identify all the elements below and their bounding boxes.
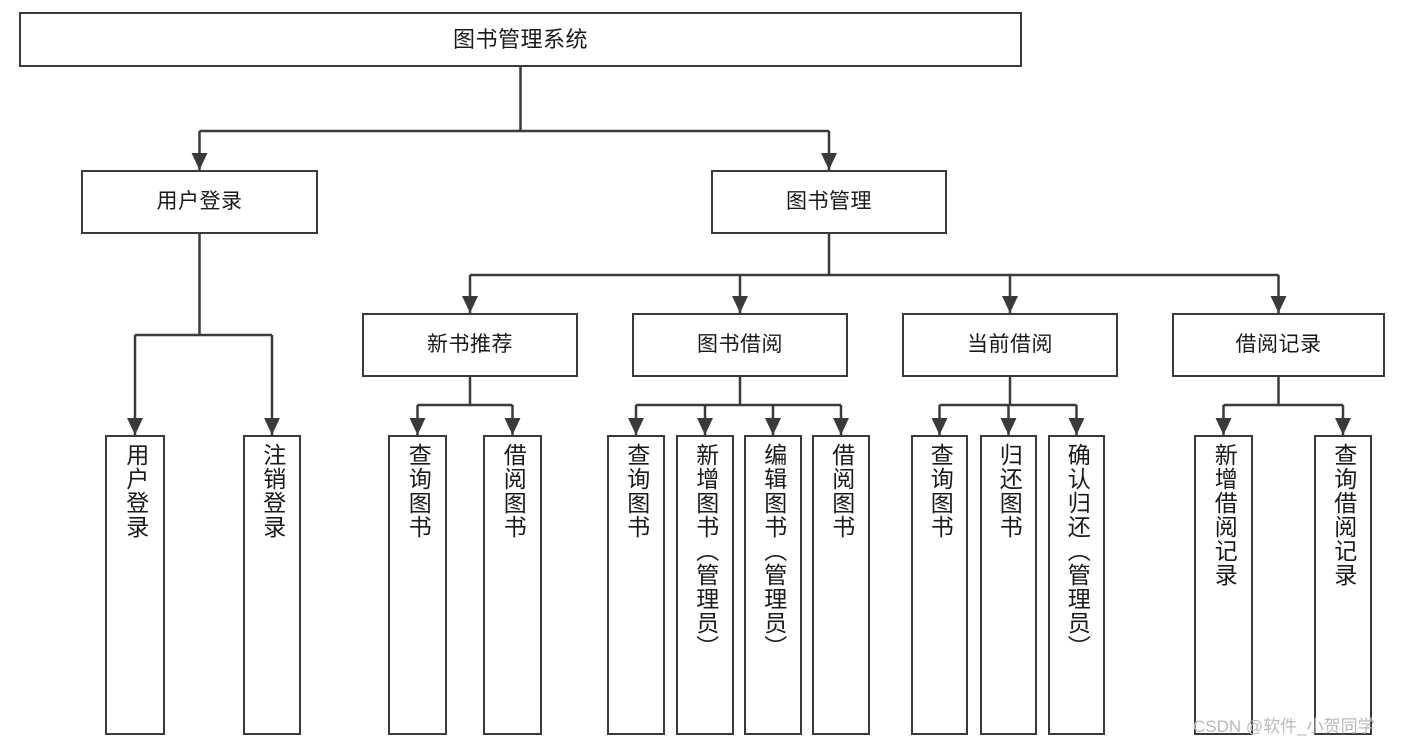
node-level1-user-login[interactable]: 用户登录 [81,170,318,234]
node-leaf-add-book-admin[interactable]: 新增图书（管理员） [676,435,734,735]
node-label: 新增借阅记录 [1211,443,1238,587]
node-label: 图书管理 [786,189,872,213]
node-leaf-logout[interactable]: 注销登录 [243,435,301,735]
node-leaf-return-book[interactable]: 归还图书 [980,435,1037,735]
node-level1-book-management[interactable]: 图书管理 [711,170,947,234]
node-label: 编辑图书（管理员） [760,443,787,659]
node-leaf-query-book-borrow[interactable]: 查询图书 [607,435,665,735]
node-label: 用户登录 [156,189,243,213]
node-leaf-borrow-book-recommend[interactable]: 借阅图书 [483,435,542,735]
node-level2-book-borrow[interactable]: 图书借阅 [632,313,848,377]
node-root[interactable]: 图书管理系统 [19,12,1022,67]
node-label: 查询图书 [405,443,432,539]
node-label: 查询图书 [623,443,650,539]
node-label: 确认归还（管理员） [1064,443,1091,659]
node-leaf-user-login[interactable]: 用户登录 [105,435,165,735]
node-level2-new-book-recommend[interactable]: 新书推荐 [362,313,578,377]
node-label: 借阅记录 [1235,332,1322,356]
node-label: 注销登录 [259,443,286,539]
node-label: 借阅图书 [500,443,527,539]
node-label: 用户登录 [122,443,149,539]
node-leaf-confirm-return-admin[interactable]: 确认归还（管理员） [1048,435,1105,735]
node-leaf-query-book-recommend[interactable]: 查询图书 [388,435,447,735]
node-label: 当前借阅 [967,332,1053,356]
node-level2-borrow-record[interactable]: 借阅记录 [1172,313,1385,377]
node-leaf-add-borrow-record[interactable]: 新增借阅记录 [1194,435,1253,735]
node-label: 查询图书 [927,443,954,539]
node-label: 图书管理系统 [452,26,588,52]
node-level2-current-borrow[interactable]: 当前借阅 [902,313,1118,377]
node-label: 图书借阅 [697,332,783,356]
node-label: 归还图书 [996,443,1023,539]
node-label: 新增图书（管理员） [692,443,719,659]
node-label: 新书推荐 [427,332,513,356]
node-label: 查询借阅记录 [1330,443,1357,587]
watermark: CSDN @软件_小贺同学 [1193,717,1375,736]
node-leaf-borrow-book[interactable]: 借阅图书 [812,435,870,735]
node-label: 借阅图书 [828,443,855,539]
node-leaf-edit-book-admin[interactable]: 编辑图书（管理员） [744,435,802,735]
node-leaf-query-borrow-record[interactable]: 查询借阅记录 [1314,435,1372,735]
node-leaf-query-book-current[interactable]: 查询图书 [911,435,968,735]
